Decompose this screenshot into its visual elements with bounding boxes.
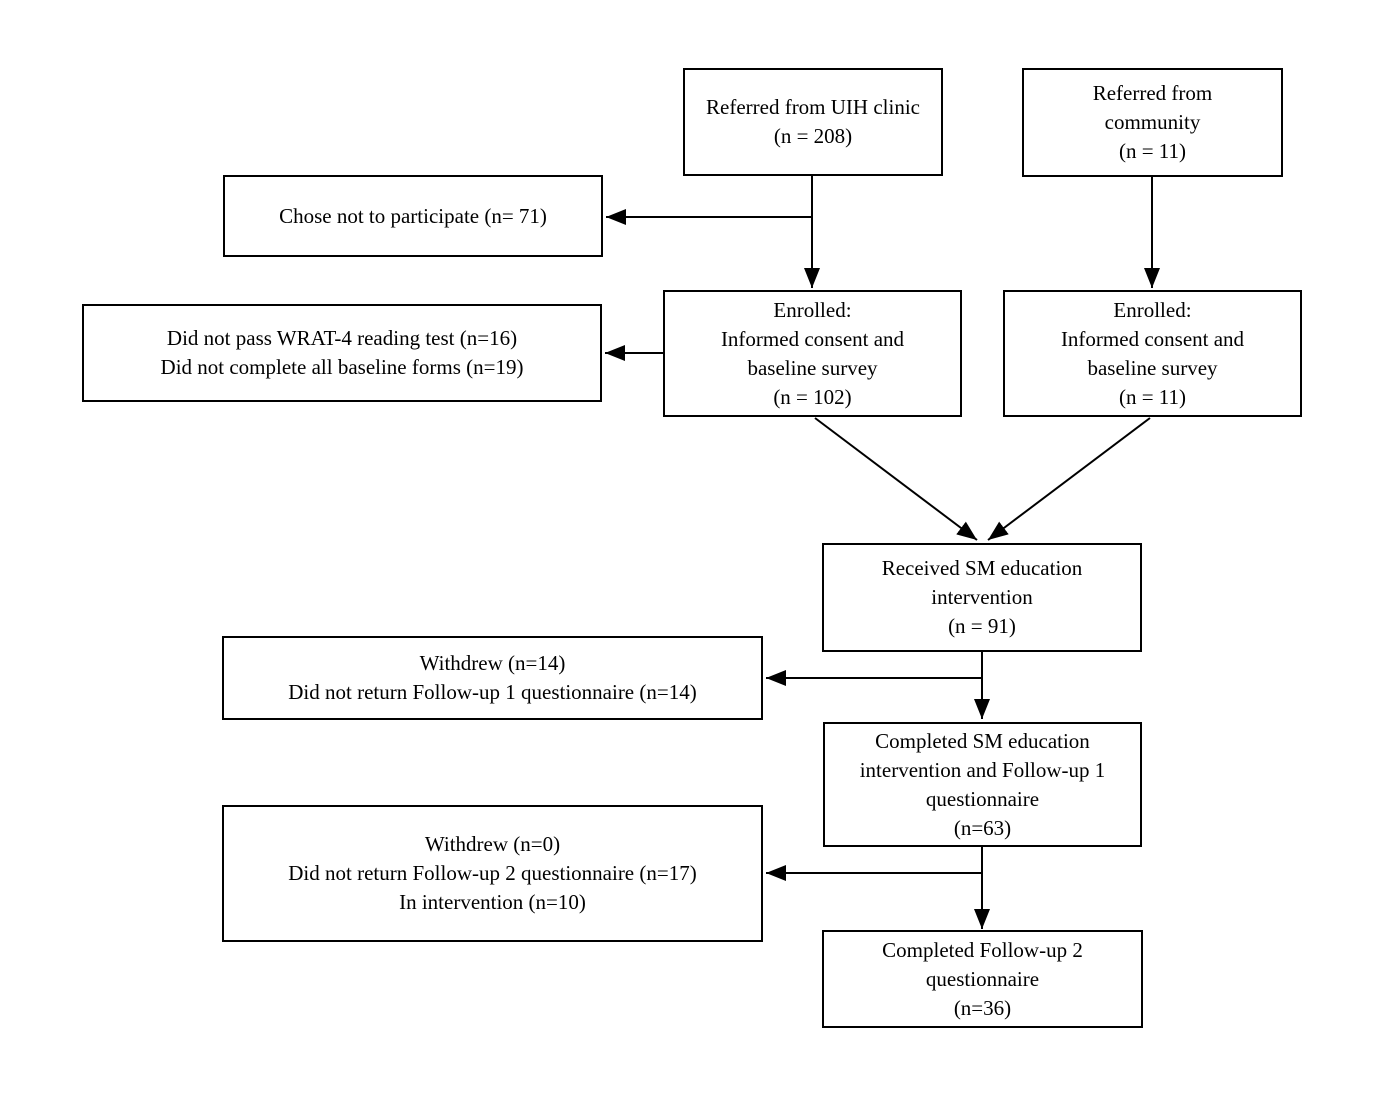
box-referred-community: Referred from community (n = 11) (1022, 68, 1283, 177)
box-referred-uih-clinic: Referred from UIH clinic (n = 208) (683, 68, 943, 176)
box-withdrew-followup-2: Withdrew (n=0) Did not return Follow-up … (222, 805, 763, 942)
box-completed-followup-1: Completed SM education intervention and … (823, 722, 1142, 847)
box-enrolled-uih: Enrolled: Informed consent and baseline … (663, 290, 962, 417)
box-enrolled-community: Enrolled: Informed consent and baseline … (1003, 290, 1302, 417)
box-completed-followup-2: Completed Follow-up 2 questionnaire (n=3… (822, 930, 1143, 1028)
box-withdrew-followup-1: Withdrew (n=14) Did not return Follow-up… (222, 636, 763, 720)
arrow-enrolled-uih-to-received (814, 417, 978, 541)
box-chose-not-to-participate: Chose not to participate (n= 71) (223, 175, 603, 257)
box-wrat-exclusions: Did not pass WRAT-4 reading test (n=16) … (82, 304, 602, 402)
box-received-sm-intervention: Received SM education intervention (n = … (822, 543, 1142, 652)
arrow-enrolled-comm-to-received (987, 417, 1151, 541)
